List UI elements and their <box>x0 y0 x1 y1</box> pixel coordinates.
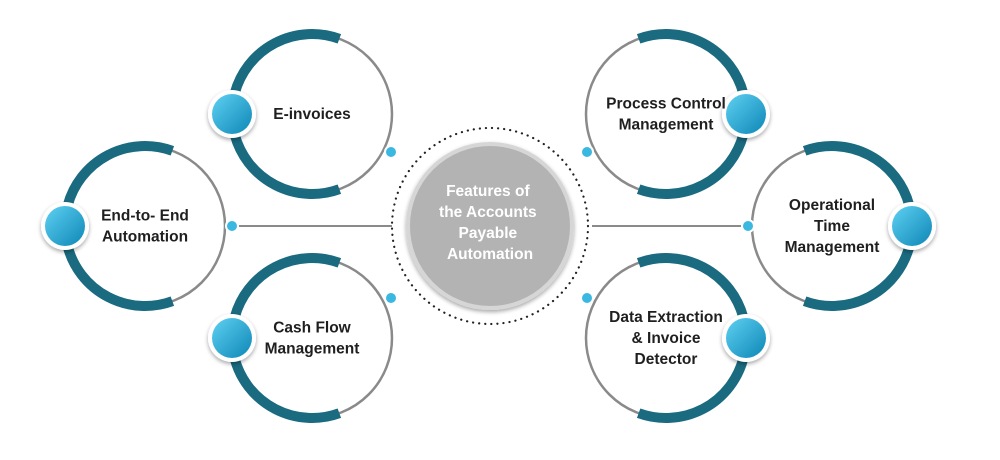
feature-label-line: Management <box>619 117 714 134</box>
feature-label-line: Process Control <box>606 96 726 113</box>
connector-dot <box>227 221 237 231</box>
knob-circle <box>892 206 932 246</box>
knob-circle <box>726 318 766 358</box>
connector-dot <box>743 221 753 231</box>
connector-dot <box>582 147 592 157</box>
ring-arc-bottom <box>636 133 749 199</box>
ring-arc-bottom <box>636 357 749 423</box>
connector-dot <box>386 293 396 303</box>
ring-arc-top <box>62 141 175 207</box>
center-line-3: Payable <box>459 225 518 242</box>
center-hub <box>406 142 574 310</box>
ring-arc-top <box>636 253 749 319</box>
ring-arc-top <box>636 29 749 95</box>
knob-circle <box>212 94 252 134</box>
feature-label-line: Cash Flow <box>273 320 351 337</box>
ring-arc-bottom <box>62 245 175 311</box>
ring-arc-bottom <box>229 357 342 423</box>
feature-label-line: E-invoices <box>273 106 351 123</box>
ring-arc-top <box>229 29 342 95</box>
center-dotted-ring <box>390 126 590 326</box>
ring-arc-top <box>802 141 915 207</box>
knob-circle <box>726 94 766 134</box>
connector-dot <box>582 293 592 303</box>
feature-label-line: Operational <box>789 197 875 214</box>
ring-arc-bottom <box>229 133 342 199</box>
connector-dot <box>386 147 396 157</box>
feature-label-line: Data Extraction <box>609 309 723 326</box>
feature-label: E-invoices <box>273 106 351 123</box>
center-line-1: Features of <box>446 183 530 200</box>
ring-arc-top <box>229 253 342 319</box>
feature-label-line: Detector <box>635 351 698 368</box>
feature-label-line: Time <box>814 218 850 235</box>
ring-arc-bottom <box>802 245 915 311</box>
feature-label-line: Automation <box>102 229 188 246</box>
center-title: Features of the Accounts Payable Automat… <box>439 183 541 263</box>
knob-circle <box>45 206 85 246</box>
center-line-4: Automation <box>447 246 533 263</box>
knob-circle <box>212 318 252 358</box>
center-line-2: the Accounts <box>439 204 537 221</box>
feature-label-line: Management <box>785 239 880 256</box>
feature-e-invoices: E-invoices <box>208 29 398 199</box>
feature-label-line: End-to- End <box>101 208 189 225</box>
feature-label-line: Management <box>265 341 360 358</box>
feature-label-line: & Invoice <box>632 330 701 347</box>
